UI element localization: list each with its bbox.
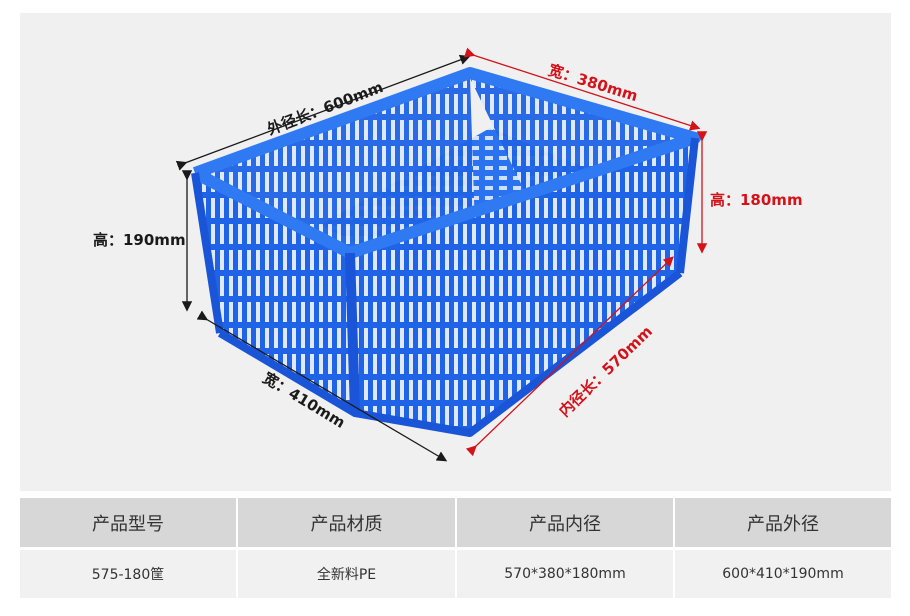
- header-model: 产品型号: [20, 498, 236, 547]
- cell-outer-size: 600*410*190mm: [675, 550, 891, 598]
- spec-table-header: 产品型号 产品材质 产品内径 产品外径: [20, 498, 891, 547]
- crate-illustration: [175, 47, 708, 462]
- cell-model: 575-180筐: [20, 550, 236, 598]
- header-material: 产品材质: [238, 498, 455, 547]
- outer-height-label: 高：190mm: [93, 231, 186, 249]
- cell-inner-size: 570*380*180mm: [457, 550, 673, 598]
- cell-material: 全新料PE: [238, 550, 455, 598]
- header-outer-size: 产品外径: [675, 498, 891, 547]
- table-row: 575-180筐 全新料PE 570*380*180mm 600*410*190…: [20, 547, 891, 598]
- product-image-panel: 外径长：600mm 高：190mm 宽：410mm 宽：380mm 高：180m…: [20, 13, 891, 491]
- header-inner-size: 产品内径: [457, 498, 673, 547]
- inner-height-label: 高：180mm: [710, 191, 803, 209]
- spec-table: 产品型号 产品材质 产品内径 产品外径 575-180筐 全新料PE 570*3…: [20, 498, 891, 598]
